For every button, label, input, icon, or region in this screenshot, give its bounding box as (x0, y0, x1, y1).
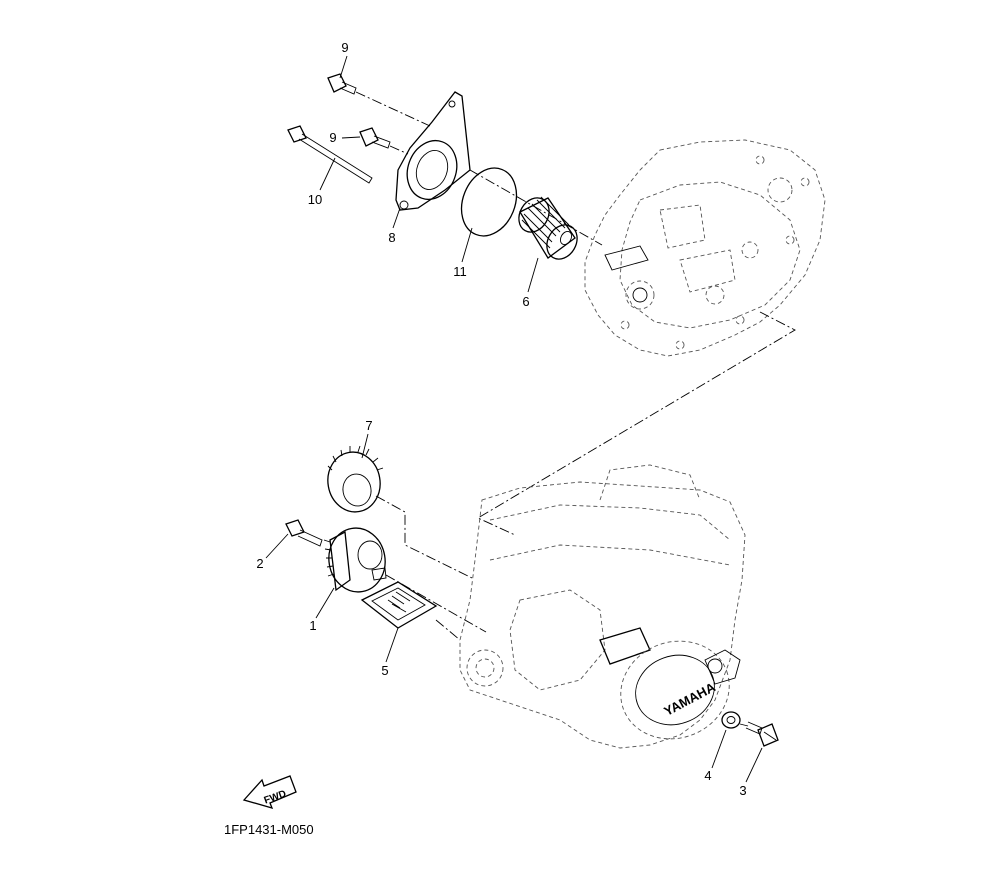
callout-6: 6 (522, 294, 529, 309)
callout-leaders (265, 55, 763, 783)
alignment-line-lower-4 (739, 723, 749, 727)
alignment-line-upper-2 (389, 145, 409, 155)
bolt-9-lower (359, 127, 391, 149)
oil-filter-element (518, 196, 578, 260)
fwd-arrow-icon: FWD (242, 775, 297, 809)
callout-2: 2 (256, 556, 263, 571)
fwd-label: FWD (263, 788, 288, 806)
callout-5: 5 (381, 663, 388, 678)
callout-10: 10 (308, 192, 322, 207)
oil-filter-cover (395, 91, 471, 211)
bolt-2 (285, 519, 323, 547)
alignment-line-lower-3 (435, 619, 461, 641)
callout-3: 3 (739, 783, 746, 798)
drain-bolt-3 (745, 721, 779, 747)
washer-4 (721, 711, 741, 729)
diagram-code: 1FP1431-M050 (224, 822, 314, 837)
alignment-line-lower-1 (375, 495, 473, 579)
alignment-line-lower-2 (385, 574, 487, 633)
callout-11: 11 (453, 264, 467, 279)
crankcase-cover (584, 139, 826, 357)
callout-9-upper: 9 (341, 40, 348, 55)
oil-strainer (360, 581, 438, 629)
connector-line (477, 311, 796, 536)
alignment-line-upper-1 (355, 91, 431, 127)
callout-7: 7 (365, 418, 372, 433)
o-ring (460, 167, 518, 237)
brand-mark: YAMAHA (661, 679, 718, 719)
oil-pump-drive-gear (327, 445, 384, 513)
callout-1: 1 (309, 618, 316, 633)
alignment-line-upper-3 (469, 169, 603, 246)
callout-8: 8 (388, 230, 395, 245)
engine-block (459, 464, 746, 749)
callout-9-lower: 9 (329, 130, 336, 145)
callout-4: 4 (704, 768, 711, 783)
oil-pump-assembly (323, 527, 387, 593)
bolt-9-upper (327, 73, 357, 95)
